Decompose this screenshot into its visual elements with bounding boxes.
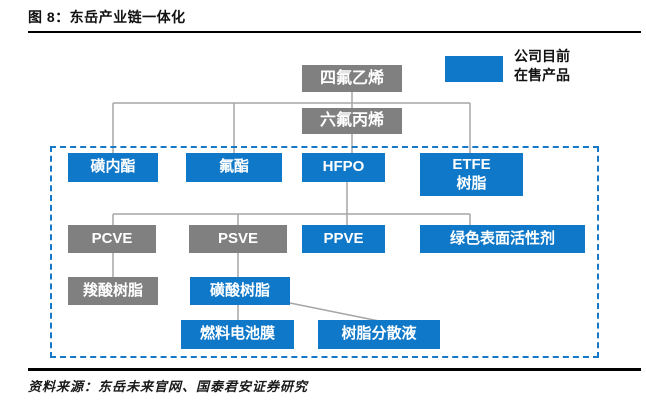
node-carboxylic-resin: 羧酸树脂: [68, 277, 158, 305]
node-psve: PSVE: [189, 225, 287, 253]
source-note: 资料来源：东岳未来官网、国泰君安证券研究: [28, 379, 309, 394]
node-hfp: 六氟丙烯: [302, 108, 402, 134]
node-green-surfactant: 绿色表面活性剂: [420, 225, 585, 253]
node-resin-dispersion: 树脂分散液: [318, 320, 440, 349]
node-etfe-resin: ETFE 树脂: [420, 153, 523, 196]
node-hfpo: HFPO: [302, 153, 385, 182]
node-fluoroester: 氟酯: [186, 153, 282, 182]
node-sultone: 磺内酯: [68, 153, 158, 182]
legend-color-swatch: [445, 56, 503, 82]
node-fuel-cell-membrane: 燃料电池膜: [181, 320, 294, 349]
node-tfe: 四氟乙烯: [302, 65, 402, 92]
node-sulfonic-resin: 磺酸树脂: [190, 277, 290, 305]
node-pcve: PCVE: [68, 225, 156, 253]
on-sale-dashed-frame: [50, 146, 599, 358]
bottom-rule: [28, 368, 641, 371]
node-ppve: PPVE: [302, 225, 385, 253]
legend-label: 公司目前 在售产品: [514, 48, 570, 83]
title-rule: [28, 31, 641, 33]
figure-title: 图 8：东岳产业链一体化: [28, 9, 186, 25]
